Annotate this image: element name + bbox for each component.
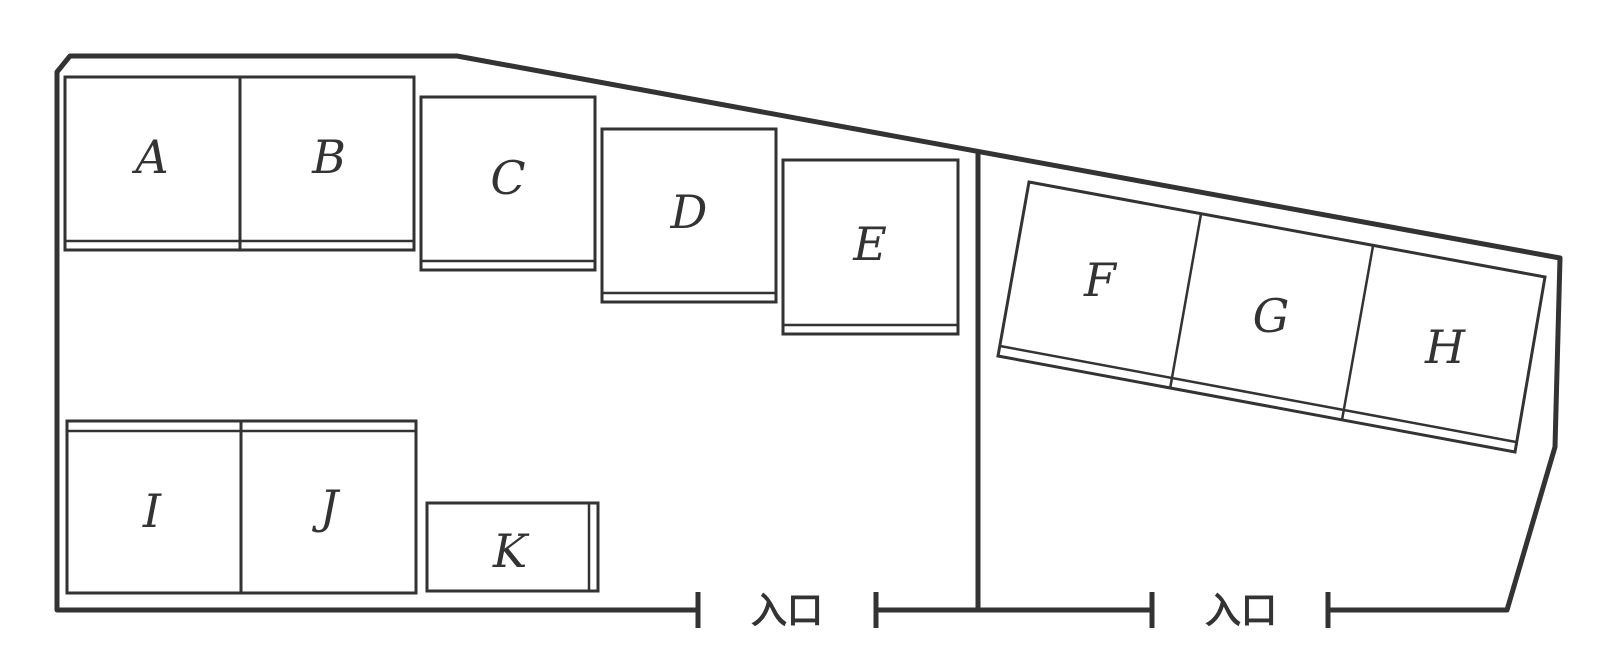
unit-fgh-block	[996, 180, 1547, 454]
unit-a	[63, 75, 242, 252]
unit-f-label: F	[1083, 253, 1118, 307]
unit-fg-divider	[1168, 213, 1203, 390]
unit-a-label: A	[131, 130, 168, 184]
unit-k	[425, 501, 600, 593]
unit-h-label: H	[1424, 320, 1466, 374]
unit-fgh-base-line	[999, 344, 1517, 444]
unit-b	[238, 75, 416, 252]
unit-gh-divider	[1340, 245, 1375, 421]
unit-d	[600, 127, 778, 304]
unit-k-label: K	[492, 524, 530, 578]
unit-i	[65, 419, 243, 595]
entrance-label-right: 入口	[1205, 591, 1277, 632]
unit-i-label: I	[142, 484, 162, 538]
entrance-label-left: 入口	[751, 591, 823, 632]
unit-c-label: C	[490, 151, 525, 205]
unit-e	[781, 158, 960, 336]
unit-c	[419, 95, 597, 272]
unit-j	[239, 419, 418, 595]
outer-wall	[54, 53, 1563, 613]
unit-d-label: D	[670, 185, 708, 239]
unit-e-label: E	[852, 217, 887, 271]
unit-b-label: B	[311, 130, 346, 184]
unit-g-label: G	[1253, 289, 1290, 343]
